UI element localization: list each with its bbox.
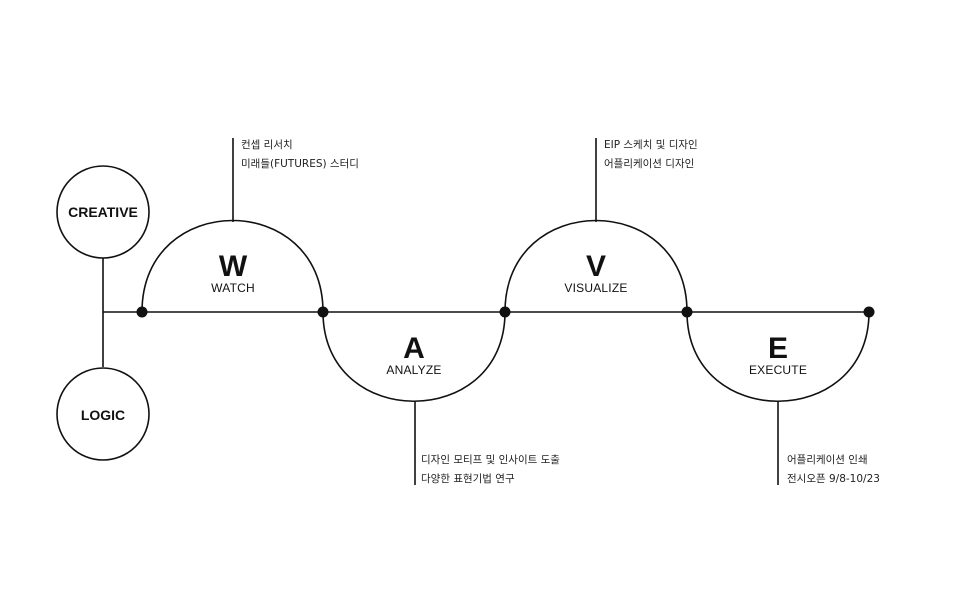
- creative-circle: [56, 165, 150, 259]
- execute-letter: E: [768, 332, 788, 365]
- visualize-letter: V: [586, 250, 606, 283]
- visualize-note-1: EIP 스케치 및 디자인: [604, 139, 698, 151]
- node-dot: [499, 306, 511, 318]
- execute-note-2: 전시오픈 9/8-10/23: [787, 473, 880, 485]
- analyze-note-2: 다양한 표현기법 연구: [421, 473, 515, 485]
- visualize-word: VISUALIZE: [564, 281, 627, 295]
- node-dot: [863, 306, 875, 318]
- watch-note-2: 미래들(FUTURES) 스터디: [241, 158, 359, 170]
- analyze-word: ANALYZE: [386, 363, 441, 377]
- logic-circle: [56, 367, 150, 461]
- analyze-arc: [322, 311, 506, 402]
- node-dot: [136, 306, 148, 318]
- visualize-note-2: 어플리케이션 디자인: [604, 158, 694, 170]
- creative-label: CREATIVE: [68, 204, 138, 220]
- node-dot: [317, 306, 329, 318]
- execute-word: EXECUTE: [749, 363, 807, 377]
- watch-word: WATCH: [211, 281, 255, 295]
- watch-note-1: 컨셉 리서치: [241, 139, 293, 151]
- logic-label: LOGIC: [81, 407, 125, 423]
- node-dot: [681, 306, 693, 318]
- analyze-letter: A: [403, 332, 425, 365]
- analyze-note-1: 디자인 모티프 및 인사이트 도출: [421, 454, 560, 466]
- watch-letter: W: [219, 250, 248, 283]
- execute-note-1: 어플리케이션 인쇄: [787, 454, 868, 466]
